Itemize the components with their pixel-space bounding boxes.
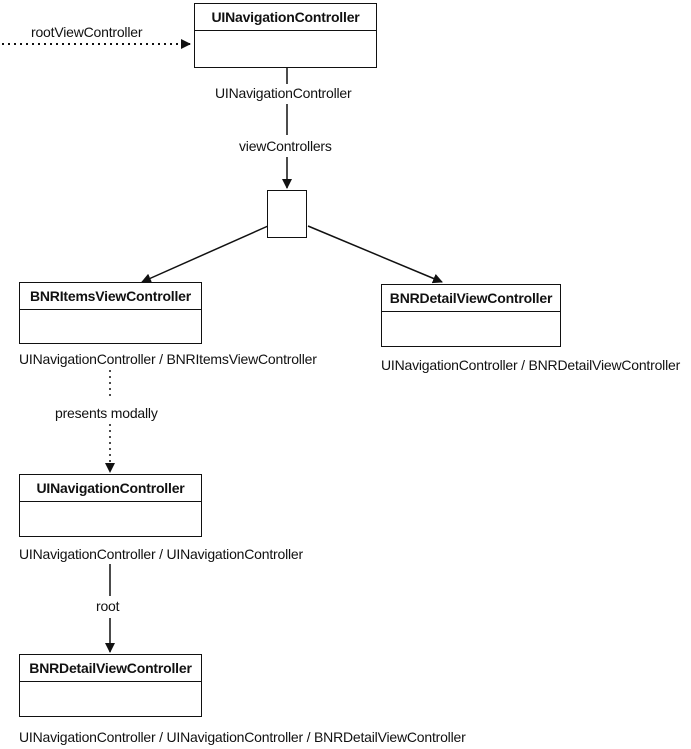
detail-view-controller-title: BNRDetailViewController (382, 285, 560, 312)
array-to-detail-arrow (307, 225, 443, 284)
nav-controller-title: UINavigationController (195, 4, 376, 31)
modal-nav-controller-title: UINavigationController (20, 475, 201, 502)
modal-nav-controller-path: UINavigationController / UINavigationCon… (19, 546, 303, 562)
modal-detail-view-controller-box: BNRDetailViewController (19, 654, 202, 717)
root-view-controller-label: rootViewController (31, 24, 143, 40)
nav-controller-box: UINavigationController (194, 3, 377, 68)
array-to-items-arrow (141, 225, 269, 283)
modal-nav-controller-box: UINavigationController (19, 474, 202, 537)
modal-detail-view-controller-title: BNRDetailViewController (20, 655, 201, 682)
root-edge-label: root (96, 598, 120, 614)
detail-view-controller-box: BNRDetailViewController (381, 284, 561, 347)
items-view-controller-box: BNRItemsViewController (19, 282, 202, 344)
items-view-controller-title: BNRItemsViewController (20, 283, 201, 310)
view-controllers-array-box (267, 190, 307, 238)
modal-detail-view-controller-path: UINavigationController / UINavigationCon… (19, 729, 466, 745)
presents-modally-label: presents modally (55, 405, 158, 421)
view-controllers-label: viewControllers (239, 138, 332, 154)
detail-view-controller-path: UINavigationController / BNRDetailViewCo… (381, 357, 681, 373)
items-view-controller-path: UINavigationController / BNRItemsViewCon… (19, 351, 317, 367)
nav-controller-path: UINavigationController (215, 85, 352, 101)
